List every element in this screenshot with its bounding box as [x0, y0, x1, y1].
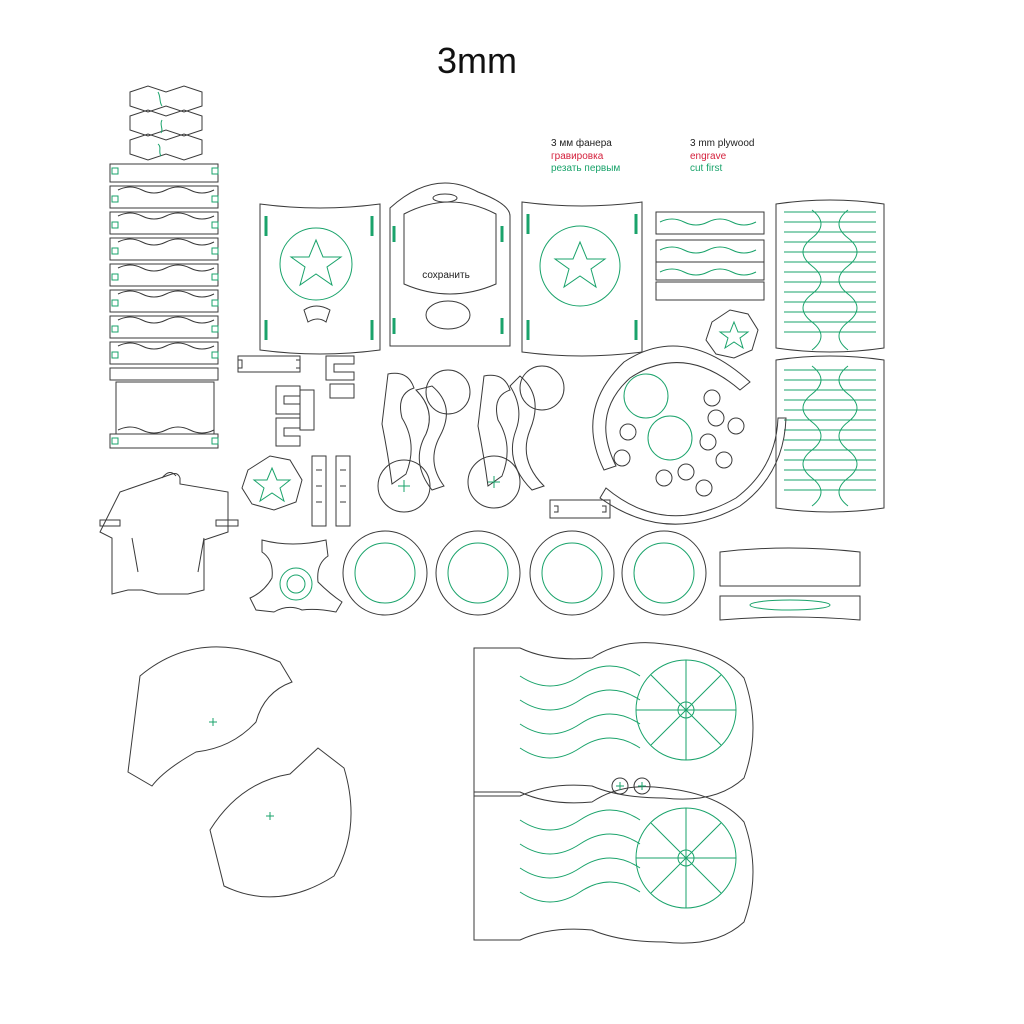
bar-pieces [719, 547, 861, 621]
tab-pieces [237, 355, 355, 447]
sheet-title: 3mm [437, 40, 517, 81]
legend-english: 3 mm plywood engrave cut first [690, 138, 754, 176]
small-tab-parts [129, 85, 203, 161]
small-buttons [611, 777, 651, 795]
lattice-panel-top [775, 199, 885, 353]
label-plate [549, 499, 611, 519]
frame-emblem [249, 539, 343, 613]
legend-ru-engrave: гравировка [551, 150, 604, 162]
circle-segment-right [209, 747, 352, 898]
wave-strips [655, 211, 765, 301]
legend-ru-cut-first: резать первым [551, 163, 621, 174]
arms-and-gears [377, 365, 565, 513]
engraved-discs [342, 530, 707, 616]
center-panel: сохранить [389, 182, 511, 347]
emblem-left [241, 455, 303, 511]
legend-en-engrave: engrave [690, 150, 727, 162]
hanger-stand [99, 472, 239, 595]
decorative-panel-bottom [473, 786, 754, 944]
circle-segment-left [127, 646, 293, 787]
legend-en-cut-first: cut first [690, 163, 723, 174]
legend-en-material: 3 mm plywood [690, 138, 755, 149]
legend-russian: 3 мм фанера гравировка резать первым [551, 138, 620, 176]
decorative-panel-top [473, 642, 754, 800]
legend-ru-material: 3 мм фанера [551, 138, 612, 149]
emblem-small-right [705, 309, 759, 359]
lattice-panel-bottom [775, 355, 885, 513]
gear-ring-group [592, 345, 787, 525]
strip-stack [109, 163, 219, 449]
jointed-strips [311, 455, 351, 527]
save-label: сохранить [422, 270, 470, 281]
star-panel-left [259, 203, 381, 355]
star-panel-right [521, 201, 643, 357]
